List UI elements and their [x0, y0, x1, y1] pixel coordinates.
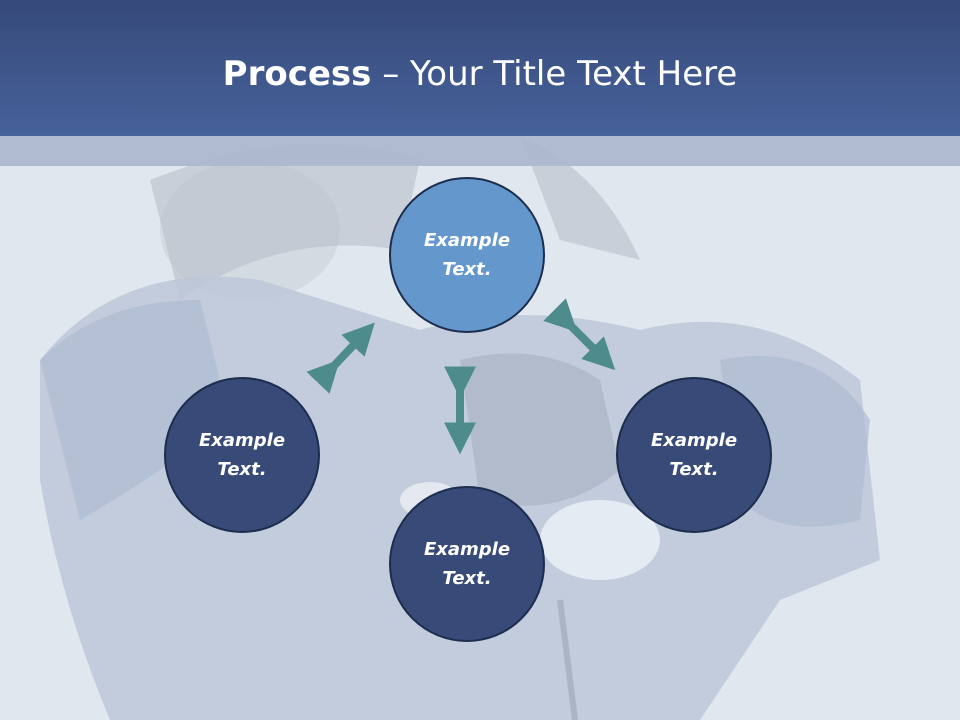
title-rest: Your Title Text Here — [410, 54, 738, 94]
title-separator: – — [371, 54, 411, 94]
slide-title: Process – Your Title Text Here — [0, 54, 960, 94]
title-bar — [0, 0, 960, 136]
arrow-top-left — [306, 322, 375, 394]
title-bold: Process — [222, 54, 372, 94]
title-underline-band — [0, 136, 960, 166]
node-top: Example Text. — [389, 177, 545, 333]
node-right: Example Text. — [616, 377, 772, 533]
arrow-top-right — [543, 298, 616, 371]
node-bottom: Example Text. — [389, 486, 545, 642]
node-left: Example Text. — [164, 377, 320, 533]
